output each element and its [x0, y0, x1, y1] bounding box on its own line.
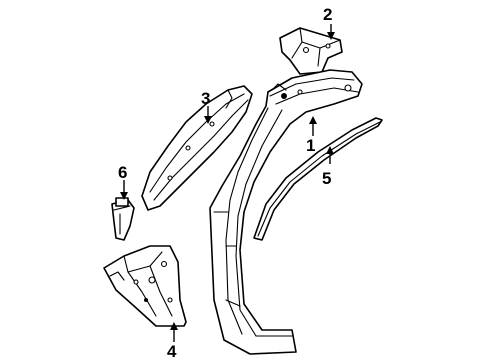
callout-2: 2: [323, 5, 332, 24]
callout-3: 3: [201, 89, 210, 108]
callout-4: 4: [167, 342, 177, 360]
part-1-pillar: [209, 69, 363, 355]
part-5-molding: [253, 117, 383, 241]
callout-1: 1: [306, 136, 315, 155]
callout-6: 6: [118, 163, 127, 182]
part-6-small-bracket: [111, 197, 135, 241]
callout-5: 5: [322, 169, 331, 188]
part-3-inner-panel: [141, 85, 253, 211]
part-2-upper-bracket: [279, 27, 343, 75]
part-4-lower-panel: [103, 245, 187, 327]
